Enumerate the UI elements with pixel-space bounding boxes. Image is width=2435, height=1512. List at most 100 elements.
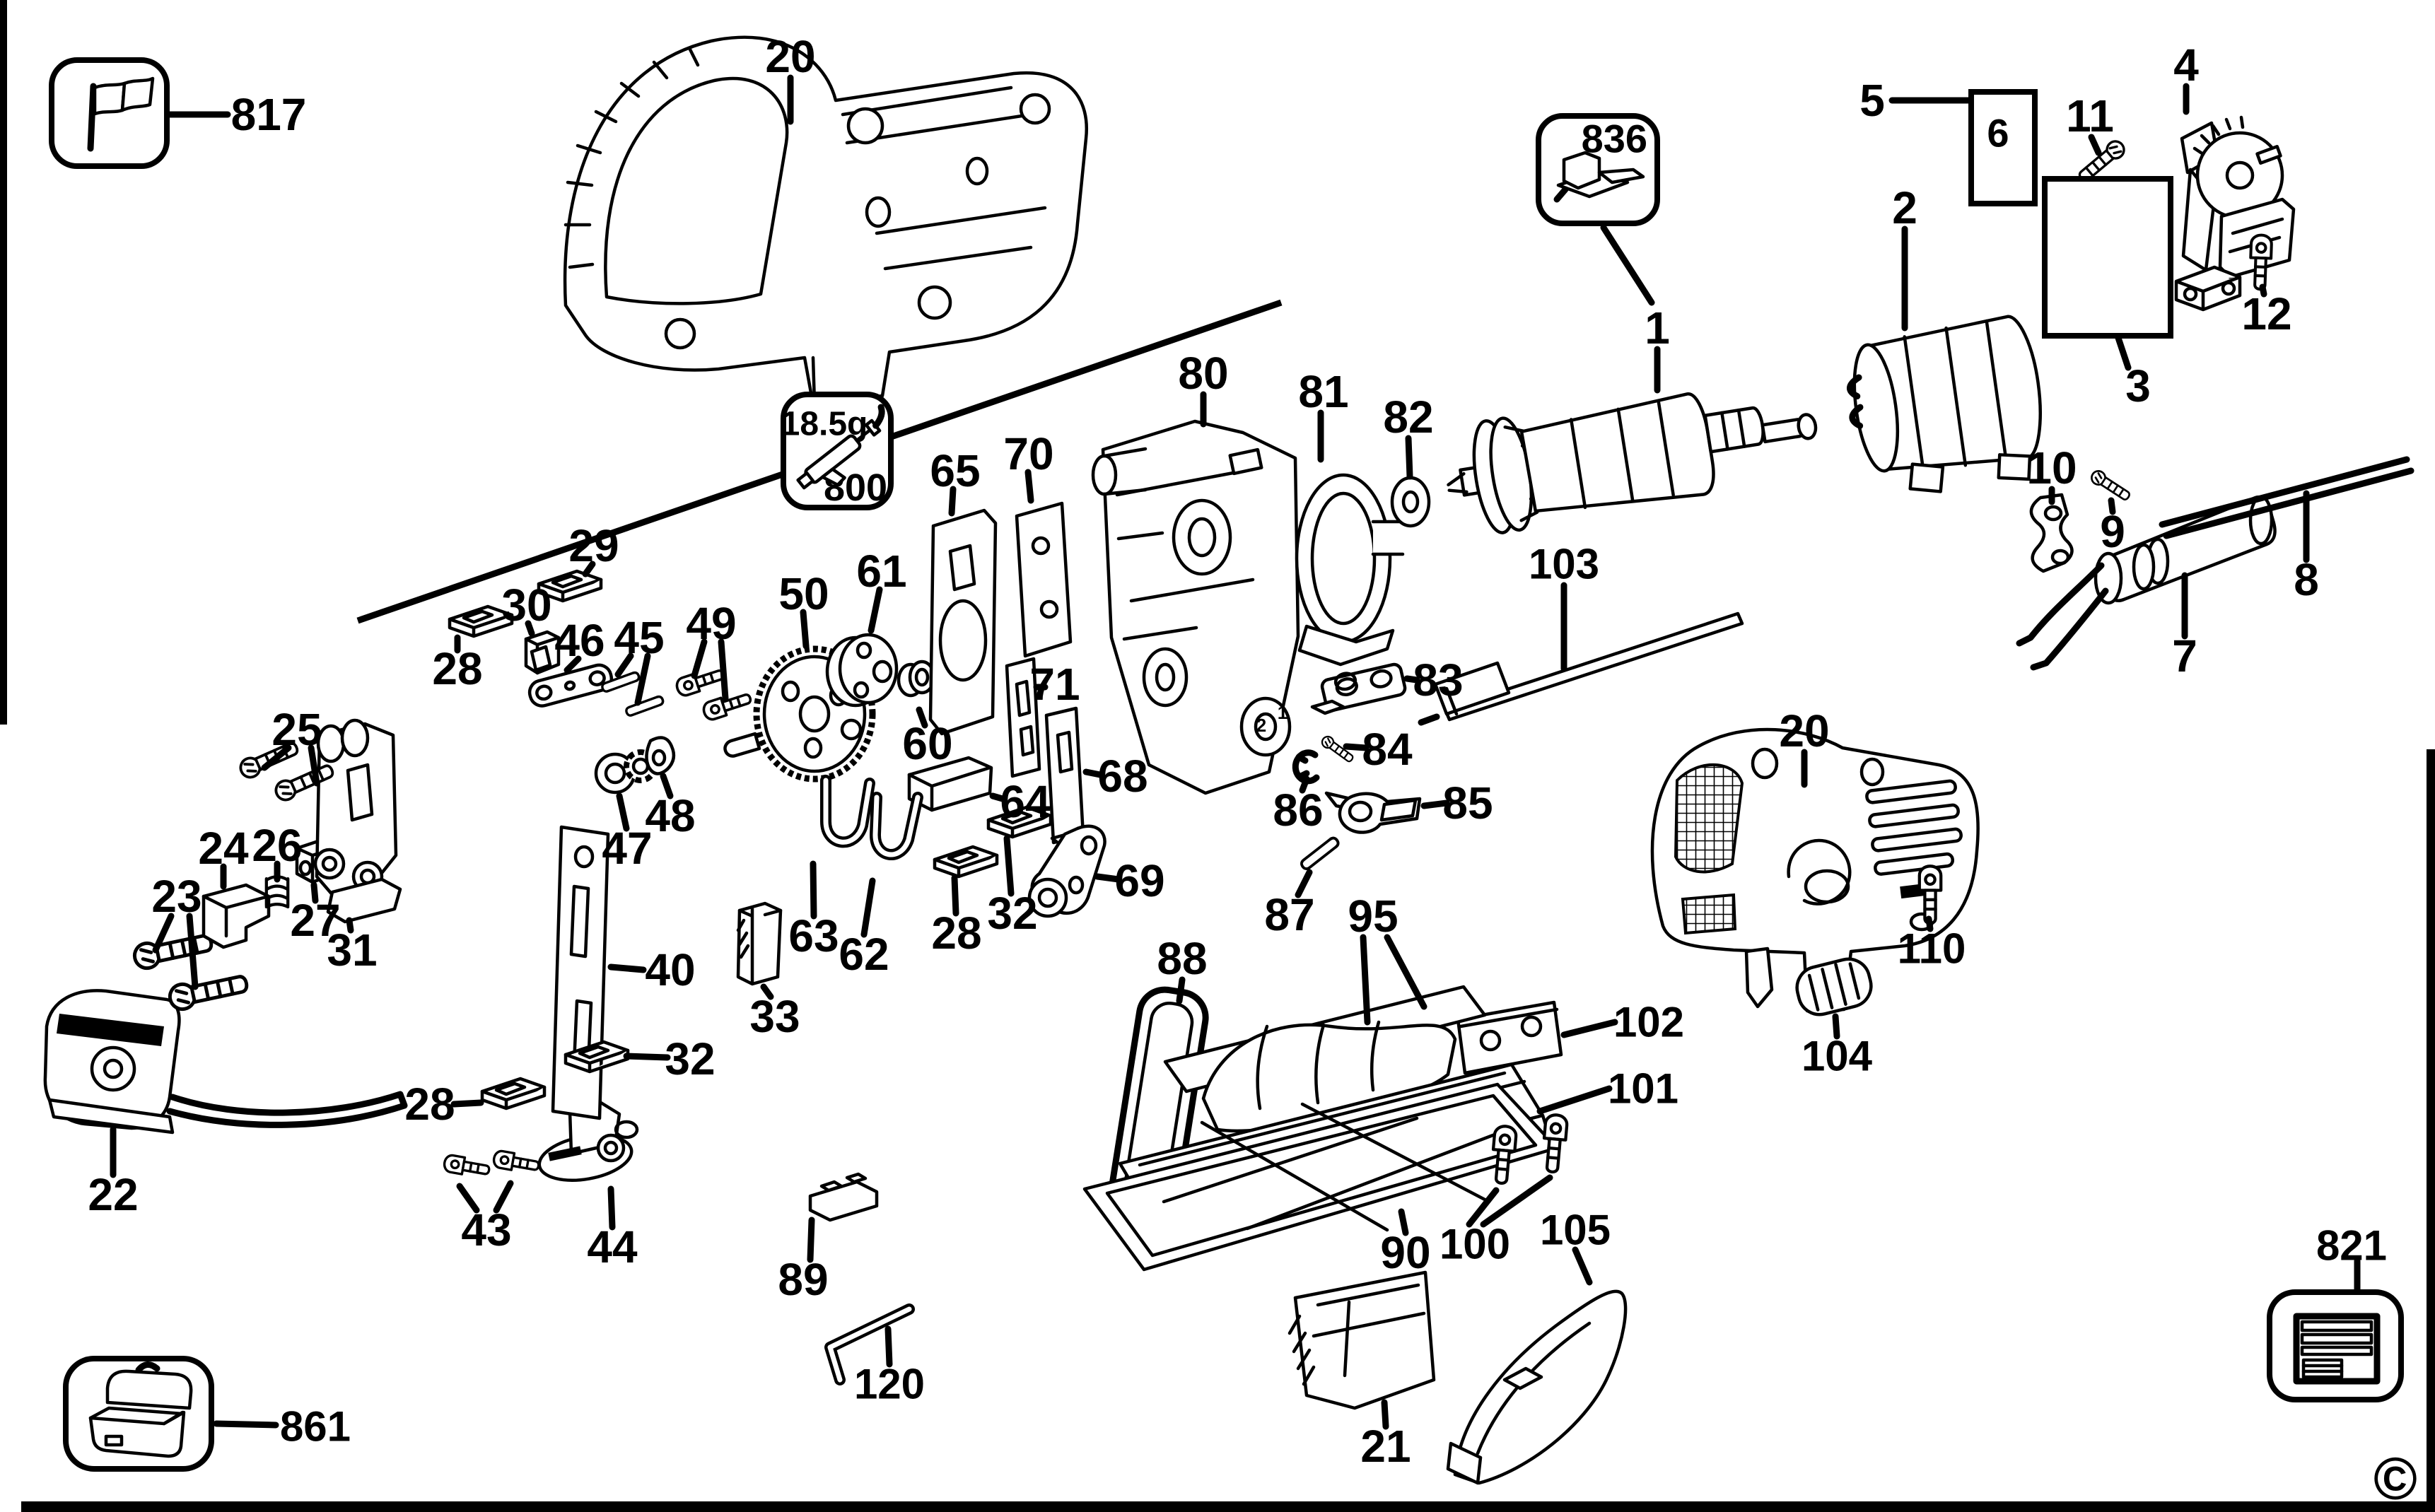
sketch-gear-frame-80-el bbox=[1254, 712, 1278, 742]
sketch-dust-chute-105 bbox=[1446, 1289, 1628, 1485]
sketch-lifter-plate-65 bbox=[928, 508, 998, 736]
sketch-strip-71 bbox=[1005, 657, 1041, 778]
part-label-69: 69 bbox=[1114, 855, 1164, 906]
sketch-blade-clamp-62-el bbox=[872, 795, 921, 857]
sketch-body-20-right-el bbox=[1674, 763, 1744, 874]
sketch-fan-baffle-81-el bbox=[1297, 624, 1395, 667]
sketch-strip-68-el bbox=[1056, 730, 1074, 774]
sketch-top-housing-20-el bbox=[664, 317, 696, 350]
kit-box-icon-el bbox=[88, 1406, 185, 1426]
grease-syringe-icon-el bbox=[821, 467, 846, 487]
sketch-body-20-right-el bbox=[1804, 869, 1850, 904]
sketch-slider-rod-103-el bbox=[1433, 661, 1511, 716]
sketch-front-cover-22-el bbox=[166, 1091, 408, 1128]
leader-120-0 bbox=[884, 1325, 893, 1368]
scan-border-0 bbox=[0, 0, 7, 725]
part-label-20-body: 20 bbox=[1779, 705, 1829, 756]
sketch-bracket-24-el bbox=[202, 883, 271, 949]
nameplate-icon-el bbox=[2300, 1320, 2373, 1332]
sketch-cover-21 bbox=[1287, 1270, 1436, 1410]
sketch-gasket-70-el bbox=[1015, 501, 1073, 658]
sketch-cover-104-el bbox=[1807, 962, 1861, 1012]
part-label-12: 12 bbox=[2241, 288, 2291, 339]
sketch-insert-89-el bbox=[808, 1180, 879, 1222]
leader-82-0 bbox=[1405, 435, 1413, 480]
leader-70-0 bbox=[1024, 469, 1034, 504]
grease-syringe-icon-el bbox=[855, 427, 873, 443]
part-label-861: 861 bbox=[280, 1403, 351, 1451]
sketch-lever-plate-31-el bbox=[346, 763, 374, 822]
sketch-counterweight-61-el bbox=[838, 633, 899, 705]
sketch-cord-clamp-10-el bbox=[2050, 549, 2070, 565]
part-label-2: 2 bbox=[1892, 182, 1917, 233]
part-label-4: 4 bbox=[2173, 40, 2199, 90]
leader-86-0 bbox=[1299, 775, 1310, 794]
sketch-top-housing-20 bbox=[563, 35, 1089, 406]
sketch-slider-rod-103-el bbox=[1443, 611, 1744, 722]
part-label-40: 40 bbox=[645, 944, 695, 995]
sketch-roller-bracket-44-el bbox=[614, 1120, 639, 1139]
sketch-counterweight-bar-40-el bbox=[573, 845, 595, 869]
sketch-plate-83-foot bbox=[1310, 699, 1345, 715]
screw-43-b bbox=[491, 1149, 542, 1176]
sketch-cable-8 bbox=[2159, 456, 2414, 539]
part-label-28-mid-top: 28 bbox=[432, 643, 482, 694]
sketch-switch-4 bbox=[2174, 115, 2296, 312]
part-label-32-mid: 32 bbox=[987, 888, 1037, 939]
part-label-71: 71 bbox=[1029, 659, 1080, 710]
sketch-cord-guard-7-el bbox=[2248, 495, 2274, 546]
sketch-dust-chute-105-el bbox=[1446, 1441, 1483, 1485]
sketch-cover-21-el bbox=[1312, 1283, 1426, 1378]
part-label-836: 836 bbox=[1582, 117, 1647, 161]
sketch-top-housing-20-el bbox=[965, 156, 989, 186]
part-label-6: 6 bbox=[1987, 111, 2009, 156]
leader-836-0 bbox=[1600, 224, 1655, 306]
sketch-link-46-el bbox=[588, 670, 606, 686]
part-label-26: 26 bbox=[252, 820, 302, 871]
nameplate-icon-el bbox=[2300, 1345, 2373, 1356]
sketch-body-20-right-el bbox=[1681, 893, 1737, 935]
grease-syringe-icon-el bbox=[872, 404, 885, 429]
part-label-817: 817 bbox=[231, 89, 307, 140]
leader-12-0 bbox=[2259, 283, 2267, 298]
sketch-top-housing-20-el bbox=[917, 285, 952, 320]
leader-90-0 bbox=[1398, 1208, 1409, 1236]
part-label-47: 47 bbox=[602, 823, 652, 874]
sketch-slider-rod-103-el bbox=[1418, 713, 1440, 726]
sketch-clamp-lever-85-el bbox=[1379, 798, 1418, 822]
sketch-switch-4-el bbox=[2221, 281, 2236, 296]
sketch-plate-102-el bbox=[1459, 1007, 1559, 1028]
part-label-7: 7 bbox=[2172, 631, 2197, 681]
sketch-counterweight-61-el bbox=[853, 681, 870, 699]
sketch-lever-plate-31-el bbox=[321, 855, 338, 872]
part-label-33: 33 bbox=[749, 991, 800, 1042]
leader-101-0 bbox=[1536, 1085, 1613, 1115]
part-label-105: 105 bbox=[1540, 1207, 1611, 1254]
leader-30-0 bbox=[525, 620, 535, 637]
flag-icon-el bbox=[93, 81, 127, 116]
brush-carrier-icon bbox=[1553, 151, 1645, 203]
sketch-switch-4-el bbox=[2174, 265, 2242, 312]
part-label-30: 30 bbox=[501, 580, 551, 631]
sketch-e-clip-86 bbox=[1292, 749, 1320, 785]
sketch-guide-bracket-33-el bbox=[736, 901, 783, 986]
brush-carrier-icon-el bbox=[1562, 151, 1601, 190]
sketch-roller-bracket-44-el bbox=[603, 1140, 619, 1156]
leader-32-left-0 bbox=[623, 1053, 671, 1061]
sketch-gear-50-el bbox=[798, 695, 831, 733]
sketch-front-cover-22 bbox=[43, 989, 408, 1135]
part-label-21: 21 bbox=[1360, 1421, 1411, 1472]
nameplate-icon-el bbox=[2293, 1313, 2381, 1385]
part-label-88: 88 bbox=[1157, 933, 1207, 984]
dial-mark-0: 1 bbox=[1278, 702, 1287, 723]
sketch-gear-50-el bbox=[840, 718, 863, 741]
sketch-roller-lever-69-el bbox=[1080, 835, 1098, 856]
sketch-clamp-lever-85-el bbox=[1348, 800, 1373, 823]
flag-icon bbox=[87, 76, 155, 152]
part-label-44: 44 bbox=[587, 1221, 638, 1272]
leader-64-0 bbox=[989, 792, 1006, 802]
sketch-cover-21-el bbox=[1287, 1314, 1316, 1386]
sketch-gear-frame-80 bbox=[1091, 419, 1300, 795]
sketch-cable-8-el bbox=[2159, 456, 2414, 539]
